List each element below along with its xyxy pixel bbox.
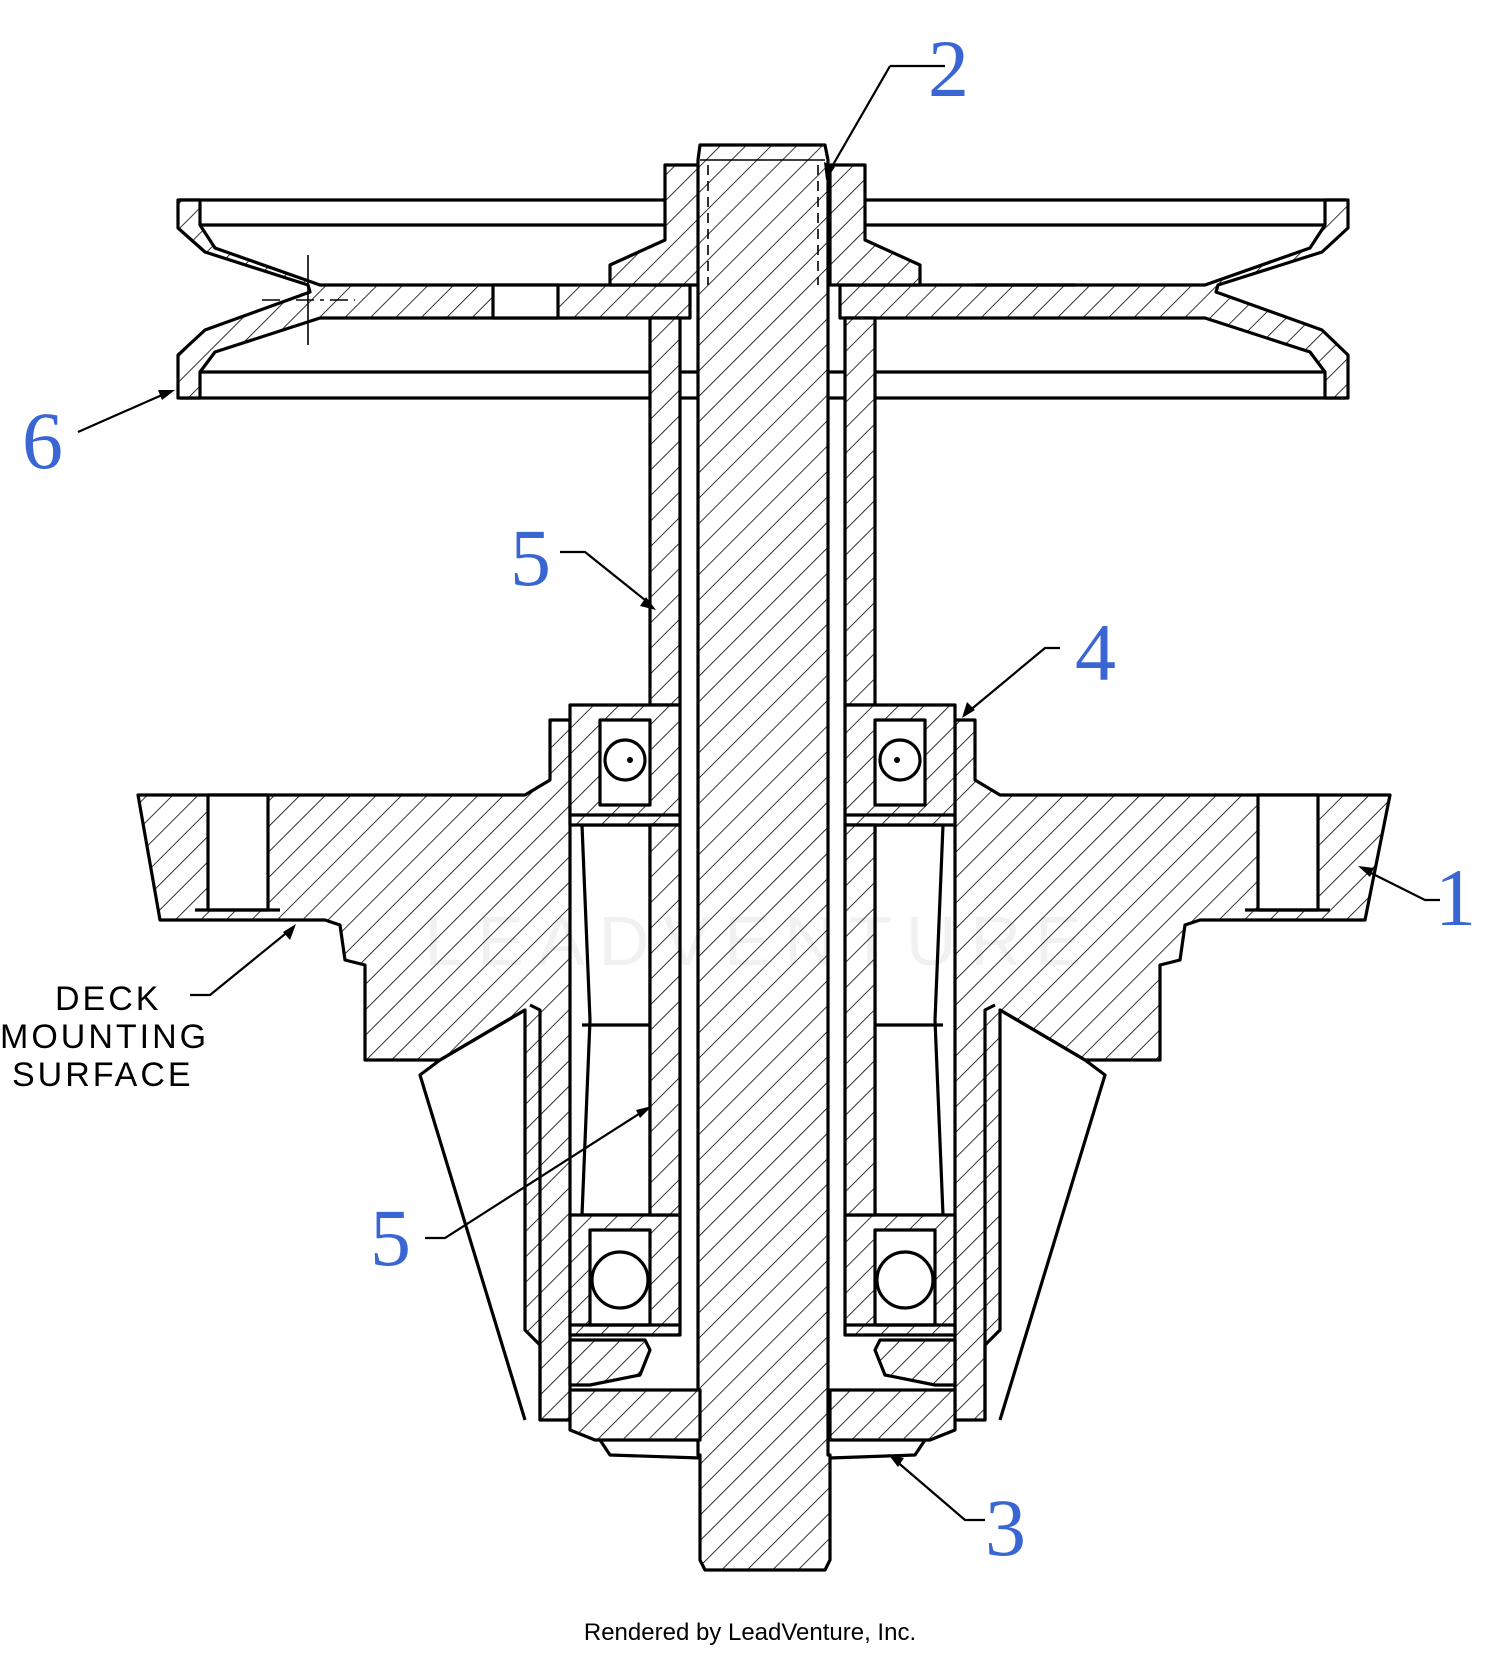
callout-1: 1 xyxy=(1435,852,1476,943)
callout-5-lower: 5 xyxy=(370,1192,411,1283)
deck-note-line3: SURFACE xyxy=(12,1056,194,1094)
callout-2: 2 xyxy=(928,23,969,114)
callout-3: 3 xyxy=(985,1482,1026,1573)
leader-lines xyxy=(77,64,1440,1522)
spindle-shaft xyxy=(696,143,832,1572)
footer-credit: Rendered by LeadVenture, Inc. xyxy=(584,1619,916,1646)
lower-hub xyxy=(568,1338,957,1460)
deck-note-line2: MOUNTING xyxy=(0,1018,209,1056)
lower-bearings xyxy=(568,823,957,1337)
pulley xyxy=(176,163,1350,400)
callout-4: 4 xyxy=(1075,607,1116,698)
upper-spacer xyxy=(648,316,877,707)
deck-note-line1: DECK xyxy=(55,980,161,1018)
watermark-text: LEADVENTURE xyxy=(424,902,1095,980)
callout-5-upper: 5 xyxy=(510,512,551,603)
callout-6: 6 xyxy=(22,395,63,486)
upper-bearings xyxy=(568,703,957,827)
